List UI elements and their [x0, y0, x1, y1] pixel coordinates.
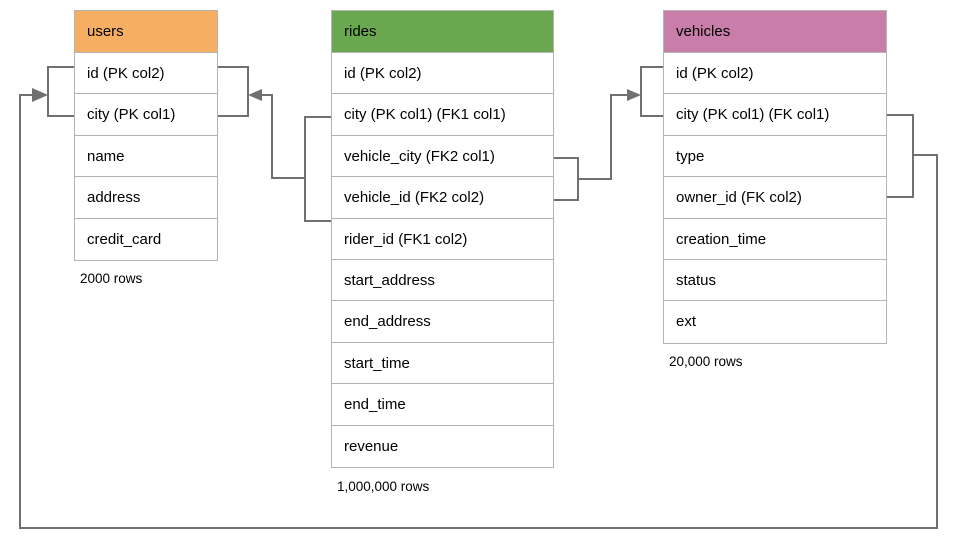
table-rides-row-count: 1,000,000 rows	[337, 479, 430, 494]
table-rides-column-rider-id[interactable]: rider_id (FK1 col2)	[332, 219, 553, 260]
table-rides-header: rides	[332, 11, 553, 53]
wire-rides-fk1-to-users	[256, 94, 305, 179]
arrowhead-rides-fk1-to-users	[248, 89, 262, 101]
wire-users-right-bracket	[218, 66, 249, 117]
wire-vehicles-right-bracket	[887, 114, 914, 198]
table-vehicles-column-status[interactable]: status	[664, 260, 886, 302]
table-users-header: users	[75, 11, 217, 53]
wire-rides-right-bracket	[554, 157, 579, 201]
table-rides-column-start-time[interactable]: start_time	[332, 343, 553, 385]
table-rides-column-vehicle-city[interactable]: vehicle_city (FK2 col1)	[332, 136, 553, 178]
wire-rides-left-bracket	[304, 116, 331, 222]
table-vehicles-column-owner-id[interactable]: owner_id (FK col2)	[664, 177, 886, 219]
table-vehicles-column-city[interactable]: city (PK col1) (FK col1)	[664, 94, 886, 136]
table-vehicles-header: vehicles	[664, 11, 886, 53]
table-rides-column-revenue[interactable]: revenue	[344, 437, 399, 455]
table-vehicles-row-count: 20,000 rows	[669, 354, 743, 369]
wire-users-left-bracket	[47, 66, 74, 117]
table-vehicles-column-ext[interactable]: ext	[676, 313, 697, 331]
wire-vehicles-left-bracket	[640, 66, 663, 117]
wire-rides-fk2-to-vehicles	[578, 94, 633, 180]
table-users-row-count: 2000 rows	[80, 271, 143, 286]
table-users[interactable]: users id (PK col2) city (PK col1) name a…	[74, 10, 218, 261]
table-rides-column-end-time[interactable]: end_time	[332, 384, 553, 426]
table-users-column-address[interactable]: address	[75, 177, 217, 219]
arrowhead-vehicles-fk-to-users	[32, 88, 48, 102]
table-rides-column-vehicle-id[interactable]: vehicle_id (FK2 col2)	[332, 177, 553, 219]
table-rides-column-city[interactable]: city (PK col1) (FK1 col1)	[332, 94, 553, 136]
arrowhead-rides-fk2-to-vehicles	[627, 89, 641, 101]
table-rides-column-end-address[interactable]: end_address	[332, 301, 553, 343]
table-vehicles[interactable]: vehicles id (PK col2) city (PK col1) (FK…	[663, 10, 887, 344]
table-users-column-id[interactable]: id (PK col2)	[75, 53, 217, 95]
table-vehicles-column-creation-time[interactable]: creation_time	[664, 219, 886, 260]
table-rides-column-id[interactable]: id (PK col2)	[332, 53, 553, 95]
table-rides[interactable]: rides id (PK col2) city (PK col1) (FK1 c…	[331, 10, 554, 468]
table-users-column-city[interactable]: city (PK col1)	[75, 94, 217, 136]
table-vehicles-column-type[interactable]: type	[664, 136, 886, 178]
table-users-column-name[interactable]: name	[75, 136, 217, 178]
table-vehicles-column-id[interactable]: id (PK col2)	[664, 53, 886, 95]
table-users-column-credit-card[interactable]: credit_card	[87, 230, 162, 248]
table-rides-column-start-address[interactable]: start_address	[332, 260, 553, 302]
